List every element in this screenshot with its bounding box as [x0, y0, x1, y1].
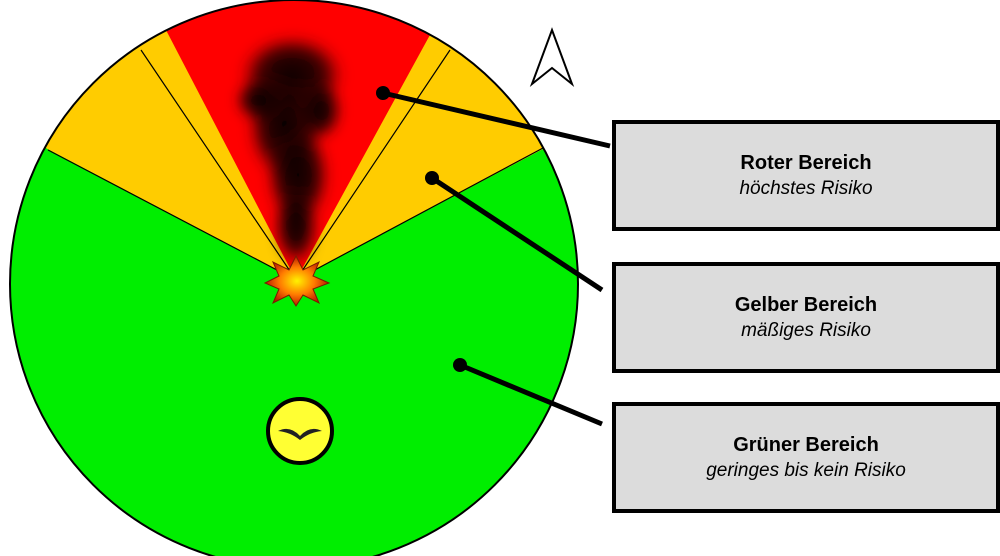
legend-yellow-zone: Gelber Bereich mäßiges Risiko — [612, 262, 1000, 373]
legend-red-description: höchstes Risiko — [739, 176, 872, 201]
legend-red-title: Roter Bereich — [740, 150, 871, 176]
legend-green-zone: Grüner Bereich geringes bis kein Risiko — [612, 402, 1000, 513]
legend-yellow-title: Gelber Bereich — [735, 292, 877, 318]
legend-green-title: Grüner Bereich — [733, 432, 879, 458]
bird-icon — [268, 399, 332, 463]
red-leader-dot — [376, 86, 390, 100]
yellow-leader-dot — [425, 171, 439, 185]
legend-red-zone: Roter Bereich höchstes Risiko — [612, 120, 1000, 231]
legend-yellow-description: mäßiges Risiko — [741, 318, 871, 343]
north-arrow-icon — [532, 30, 572, 84]
legend-green-description: geringes bis kein Risiko — [706, 458, 906, 483]
green-leader-dot — [453, 358, 467, 372]
